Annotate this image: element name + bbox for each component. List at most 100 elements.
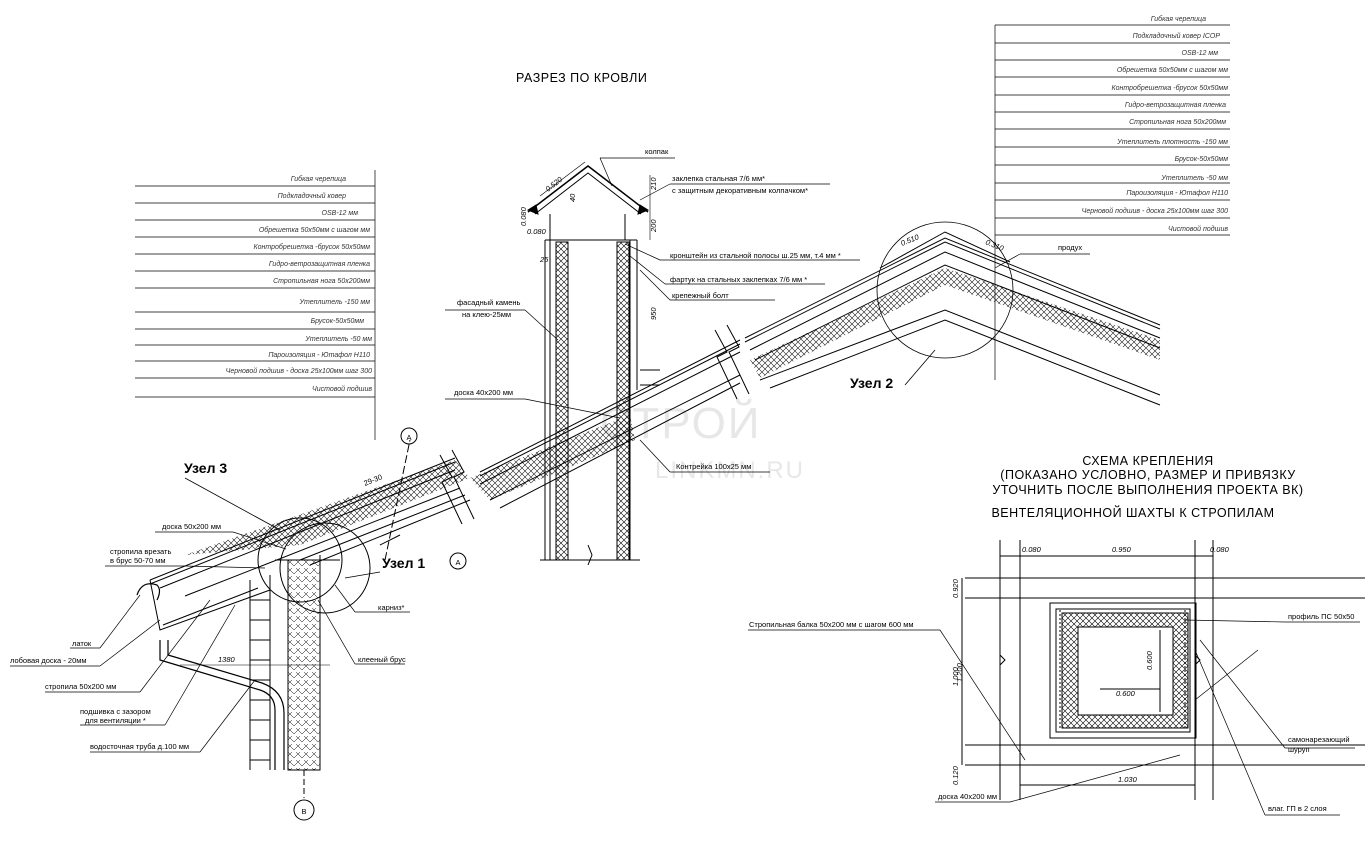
svg-text:УТОЧНИТЬ ПОСЛЕ ВЫПОЛНЕНИЯ ПРОЕ: УТОЧНИТЬ ПОСЛЕ ВЫПОЛНЕНИЯ ПРОЕКТА ВК)	[992, 483, 1303, 497]
roof-slope-lower	[149, 324, 750, 597]
svg-text:0.600: 0.600	[1116, 689, 1136, 698]
svg-text:1.030: 1.030	[1118, 775, 1138, 784]
svg-text:водосточная труба д.100 мм: водосточная труба д.100 мм	[90, 742, 189, 751]
svg-text:Пароизоляция - Ютафол Н110: Пароизоляция - Ютафол Н110	[268, 352, 370, 359]
axis-v-circle	[293, 799, 315, 821]
svg-text:Контробрешетка -брусок 50х50мм: Контробрешетка -брусок 50х50мм	[254, 243, 371, 251]
svg-text:Обрешетка 50х50мм с шагом м: Обрешетка 50х50мм с шагом мм	[259, 226, 370, 234]
svg-text:25: 25	[539, 255, 549, 264]
node2-circle	[876, 221, 1014, 359]
svg-text:карниз*: карниз*	[378, 603, 405, 612]
svg-text:Брусок-50х50мм: Брусок-50х50мм	[1175, 156, 1229, 163]
svg-text:OSB-12 мм: OSB-12 мм	[1182, 50, 1219, 57]
svg-text:Чистовой подшив: Чистовой подшив	[312, 385, 372, 393]
svg-text:доска 40х200 мм: доска 40х200 мм	[454, 388, 513, 397]
schema-plan	[961, 540, 1365, 800]
svg-text:OSB-12 мм: OSB-12 мм	[322, 210, 359, 217]
svg-text:Утеплитель -50 мм: Утеплитель -50 мм	[1160, 175, 1228, 182]
dimension-lines	[180, 161, 651, 666]
svg-text:с защитным декоративным колпач: с защитным декоративным колпачком*	[672, 186, 808, 195]
svg-text:1380: 1380	[218, 655, 236, 664]
svg-text:стропила врезать: стропила врезать	[110, 547, 171, 556]
svg-text:доска 40х200 мм: доска 40х200 мм	[938, 792, 997, 801]
layer-table-left-labels: Гибкая черепица Подкладочный ковер OSB-1…	[226, 175, 373, 393]
svg-text:Чистовой подшив: Чистовой подшив	[1168, 225, 1228, 233]
svg-text:200: 200	[649, 219, 658, 233]
svg-text:Гидро-ветрозащитная пленка: Гидро-ветрозащитная пленка	[269, 260, 370, 268]
vent-shaft	[526, 165, 660, 566]
svg-text:0.080: 0.080	[519, 206, 528, 226]
svg-text:Стропильная нога 50х200мм: Стропильная нога 50х200мм	[273, 278, 370, 285]
svg-text:210: 210	[649, 177, 658, 191]
svg-text:фартук на стальных заклепках 7: фартук на стальных заклепках 7/6 мм *	[670, 275, 807, 284]
svg-text:клееный брус: клееный брус	[358, 655, 406, 664]
svg-text:фасадный камень: фасадный камень	[457, 298, 521, 307]
svg-text:кронштейн из стальной полосы ш: кронштейн из стальной полосы ш.25 мм, т.…	[670, 251, 841, 260]
svg-text:Утеплитель -50 мм: Утеплитель -50 мм	[304, 336, 372, 343]
svg-text:крепежный болт: крепежный болт	[672, 291, 729, 300]
svg-text:0.600: 0.600	[1145, 650, 1154, 670]
svg-text:Контрейка 100х25 мм: Контрейка 100х25 мм	[676, 462, 751, 471]
svg-text:0.950: 0.950	[1112, 545, 1132, 554]
svg-text:0.510: 0.510	[899, 232, 921, 248]
svg-text:29-30: 29-30	[362, 472, 383, 488]
svg-text:стропила 50х200 мм: стропила 50х200 мм	[45, 682, 116, 691]
svg-text:1.200: 1.200	[955, 662, 964, 682]
svg-text:0.080: 0.080	[527, 227, 547, 236]
svg-text:самонарезающий: самонарезающий	[1288, 735, 1350, 744]
svg-text:Гибкая черепица: Гибкая черепица	[1151, 15, 1206, 23]
layer-table-right-labels: Гибкая черепица Подкладочный ковер ICOP …	[1082, 15, 1229, 233]
node2-label: Узел 2	[850, 375, 893, 391]
svg-text:0.120: 0.120	[951, 765, 960, 785]
svg-text:заклепка стальная 7/6 мм*: заклепка стальная 7/6 мм*	[672, 174, 765, 183]
svg-text:для вентиляции *: для вентиляции *	[85, 716, 146, 725]
schema-title: СХЕМА КРЕПЛЕНИЯ (ПОКАЗАНО УСЛОВНО, РАЗМЕ…	[991, 454, 1303, 520]
drawing-title: РАЗРЕЗ ПО КРОВЛИ	[516, 71, 647, 85]
node3-label: Узел 3	[184, 460, 227, 476]
svg-text:подшивка с зазором: подшивка с зазором	[80, 707, 151, 716]
axis-a-label-bottom: А	[455, 558, 460, 567]
svg-text:LINKMN.RU: LINKMN.RU	[655, 457, 805, 484]
svg-text:Стропильная балка 50х200 мм с: Стропильная балка 50х200 мм с шагом 600 …	[749, 620, 914, 629]
svg-text:Утеплитель плотность -150 мм: Утеплитель плотность -150 мм	[1116, 139, 1228, 146]
schema-dimensions: 0.080 0.950 0.080 0.920 1.200 1.000 0.60…	[951, 545, 1230, 785]
svg-text:Утеплитель -150 мм: Утеплитель -150 мм	[298, 299, 370, 306]
svg-text:Брусок-50х50мм: Брусок-50х50мм	[311, 318, 365, 325]
svg-text:Гидро-ветрозащитная пленка: Гидро-ветрозащитная пленка	[1125, 101, 1226, 109]
callout-labels: колпак заклепка стальная 7/6 мм* с защит…	[10, 147, 1354, 813]
svg-text:40: 40	[568, 193, 577, 202]
svg-text:0.920: 0.920	[951, 578, 960, 598]
svg-text:Пароизоляция - Ютафол Н110: Пароизоляция - Ютафол Н110	[1126, 190, 1228, 197]
svg-text:0.080: 0.080	[1022, 545, 1042, 554]
svg-text:1.000: 1.000	[951, 666, 960, 686]
axis-a-label-top: А	[406, 433, 411, 442]
svg-text:950: 950	[649, 307, 658, 320]
svg-text:Обрешетка 50х50мм с шагом м: Обрешетка 50х50мм с шагом мм	[1117, 66, 1228, 74]
svg-text:(ПОКАЗАНО УСЛОВНО, РАЗМЕР И ПР: (ПОКАЗАНО УСЛОВНО, РАЗМЕР И ПРИВЯЗКУ	[1000, 468, 1295, 482]
svg-text:влаг. ГП в 2 слоя: влаг. ГП в 2 слоя	[1268, 804, 1327, 813]
svg-text:колпак: колпак	[645, 147, 669, 156]
svg-text:Гибкая черепица: Гибкая черепица	[291, 175, 346, 183]
svg-text:продух: продух	[1058, 243, 1082, 252]
svg-text:в брус 50-70 мм: в брус 50-70 мм	[110, 556, 166, 565]
svg-text:Черновой подшив - доска 25х100: Черновой подшив - доска 25х100мм шаг 300	[1082, 207, 1228, 215]
svg-text:СХЕМА КРЕПЛЕНИЯ: СХЕМА КРЕПЛЕНИЯ	[1082, 454, 1213, 468]
svg-text:0.080: 0.080	[1210, 545, 1230, 554]
svg-text:Подкладочный ковер ICOP: Подкладочный ковер ICOP	[1133, 32, 1221, 40]
node1-label: Узел 1	[382, 555, 425, 571]
layer-table-left	[135, 170, 376, 440]
svg-text:Подкладочный ковер: Подкладочный ковер	[278, 192, 346, 200]
svg-text:профиль ПС 50х50: профиль ПС 50х50	[1288, 612, 1354, 621]
layer-table-right	[994, 24, 1230, 380]
svg-text:Контробрешетка -брусок 50х50мм: Контробрешетка -брусок 50х50мм	[1112, 84, 1229, 92]
svg-text:лобовая доска - 20мм: лобовая доска - 20мм	[10, 656, 87, 665]
leader-lines	[10, 157, 1360, 816]
svg-text:Черновой подшив - доска 25х100: Черновой подшив - доска 25х100мм шаг 300	[226, 367, 372, 375]
roof-ridge-section	[744, 221, 1161, 406]
axis-v-label: В	[301, 807, 306, 816]
svg-text:латок: латок	[72, 639, 92, 648]
svg-text:на клею-25мм: на клею-25мм	[462, 310, 511, 319]
svg-text:ВЕНТЕЛЯЦИОННОЙ ШАХТЫ К СТРОП: ВЕНТЕЛЯЦИОННОЙ ШАХТЫ К СТРОПИЛАМ	[991, 505, 1274, 520]
svg-text:доска 50х200 мм: доска 50х200 мм	[162, 522, 221, 531]
